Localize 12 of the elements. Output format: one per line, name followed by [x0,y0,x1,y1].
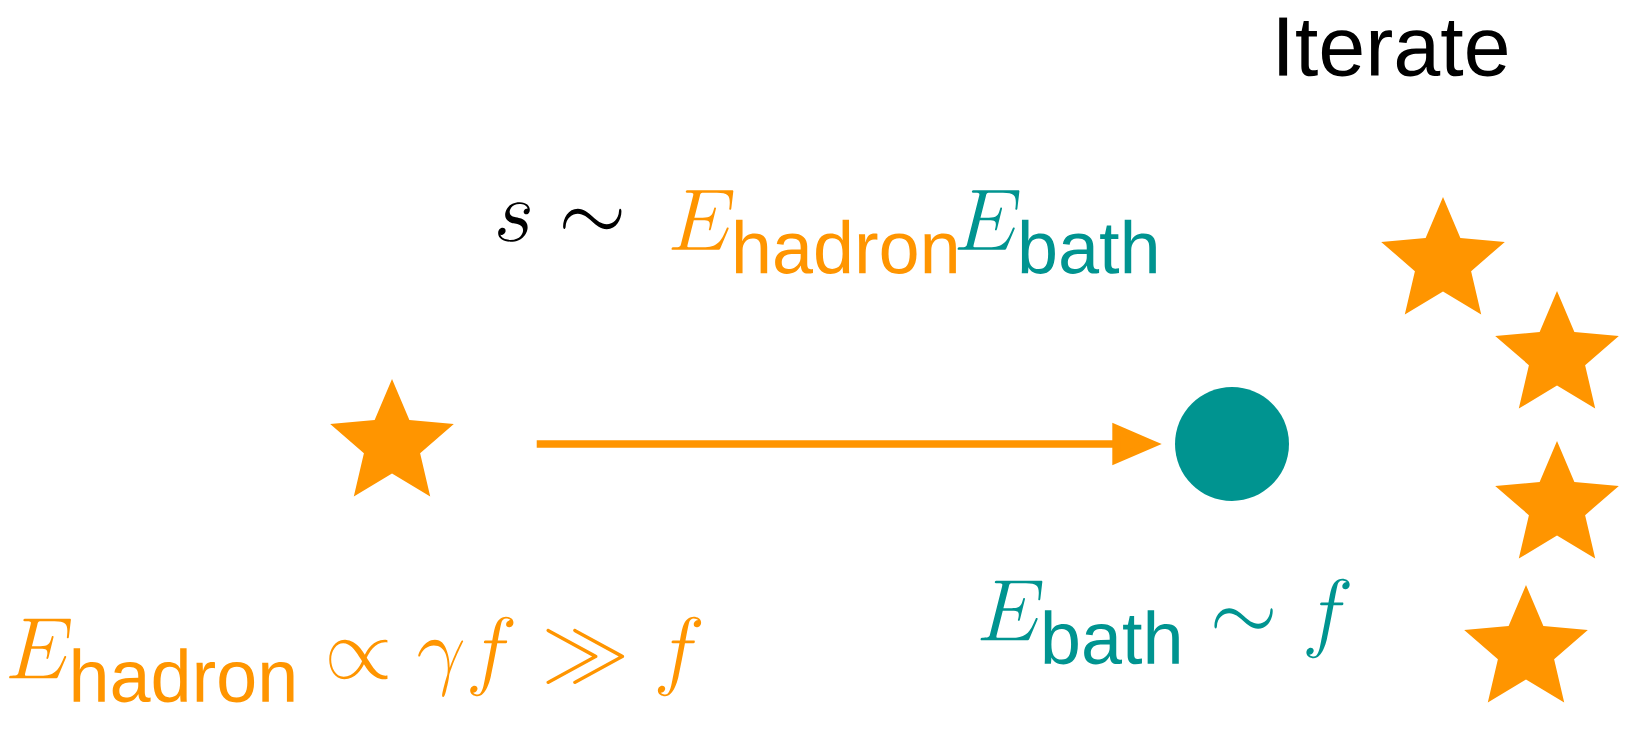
star-symbol [1495,441,1619,559]
formula: $E_{\mathrm{bath}} \sim f$ [980,578,1350,665]
star-symbol [1495,291,1619,409]
star-symbol [1464,585,1588,703]
formula: $E_{\mathrm{bath}}$ [957,190,1156,274]
star-symbol [1381,197,1505,315]
particle-dot [1175,387,1289,501]
heading: Iterate [1279,17,1507,77]
star-symbol [330,379,454,497]
formula: $s \sim$ [498,202,622,242]
formula: $E_{\mathrm{hadron}}$ [671,190,956,274]
formula: $E_{\mathrm{hadron}} \propto \gamma f \gg f$ [9,616,702,703]
